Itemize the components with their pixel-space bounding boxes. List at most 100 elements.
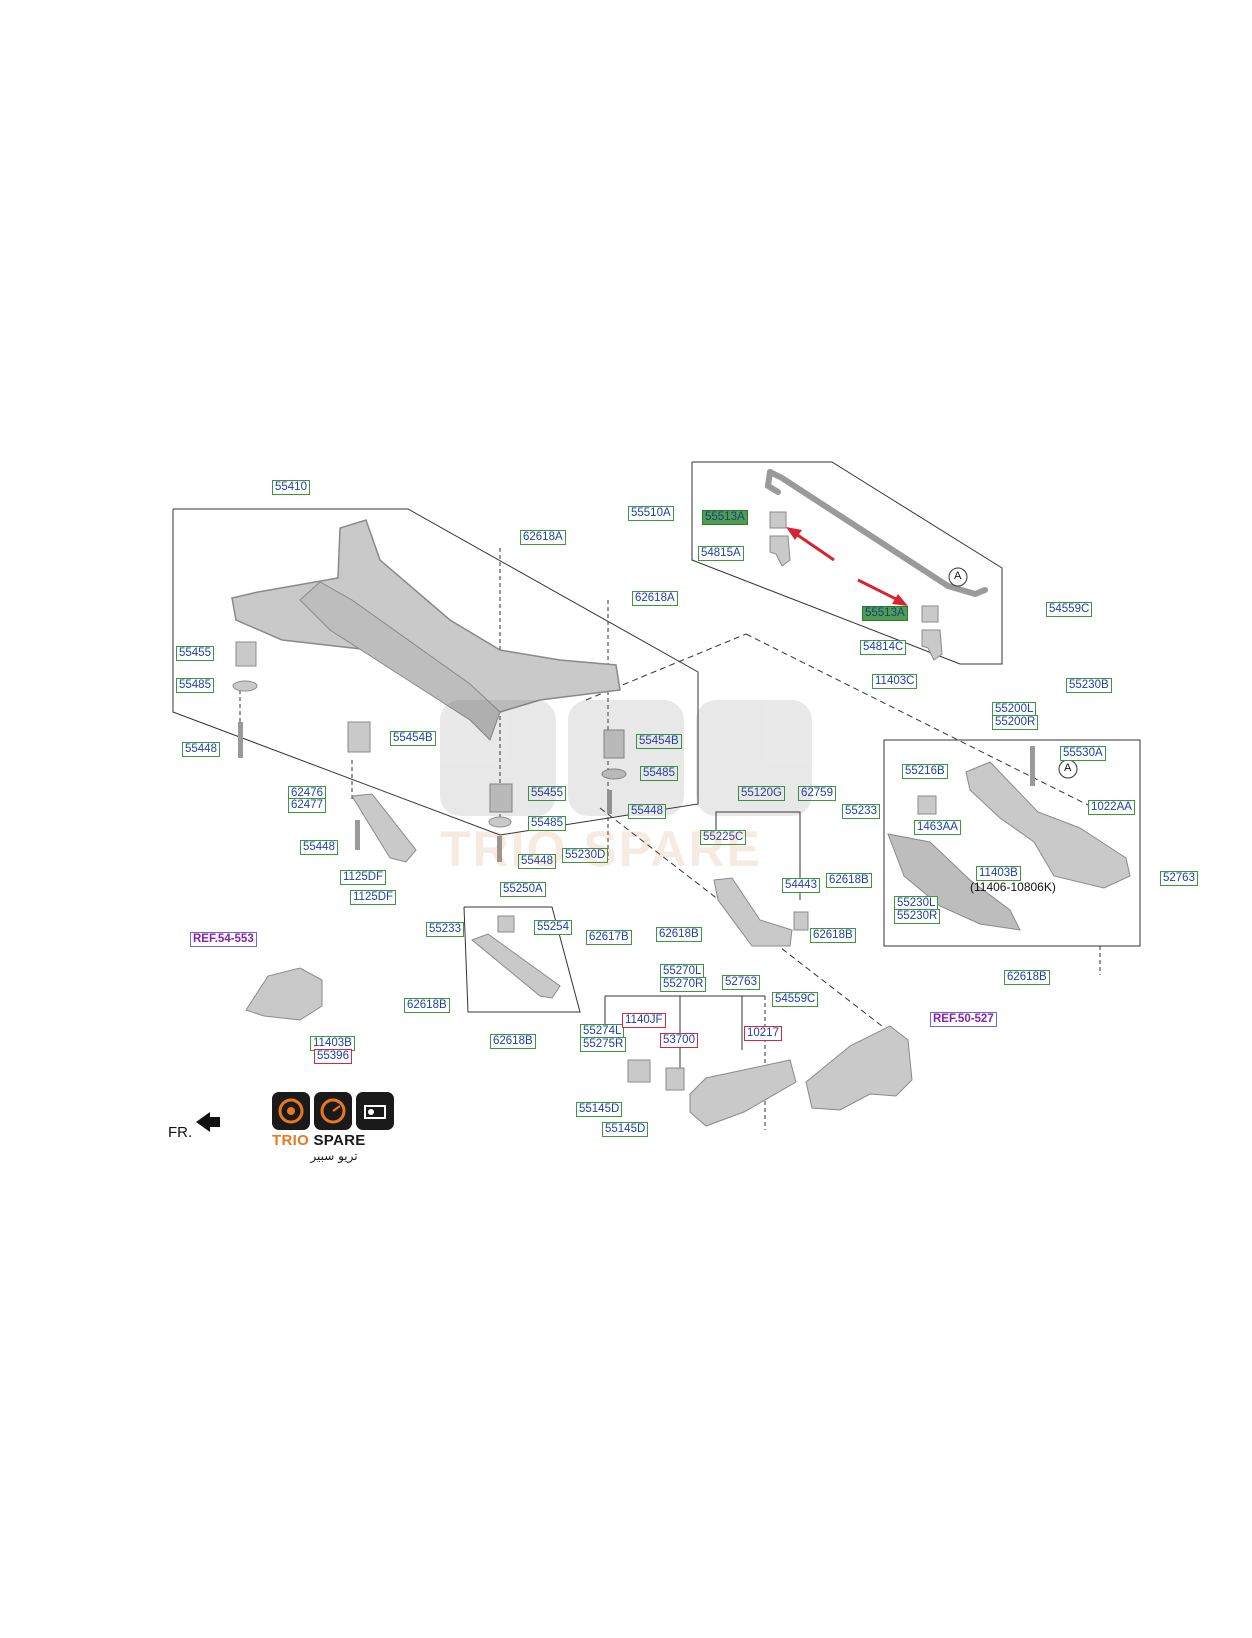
part-label-55454b-2[interactable]: 55454B: [636, 734, 682, 749]
part-label-55448-2[interactable]: 55448: [628, 804, 666, 819]
spring-seat: [245, 967, 323, 1021]
guide-line: [585, 633, 747, 701]
part-label-52763-2[interactable]: 52763: [1160, 871, 1198, 886]
part-label-55233-1[interactable]: 55233: [426, 922, 464, 937]
part-label-55485-3[interactable]: 55485: [528, 816, 566, 831]
part-label-62618a-1[interactable]: 62618A: [520, 530, 566, 545]
bolt: [497, 836, 502, 862]
toe-link: [713, 877, 793, 947]
part-label-62618a-2[interactable]: 62618A: [632, 591, 678, 606]
crossmember-frame: [172, 508, 699, 836]
trio-spare-logo: TRIO SPARE تريو سبير: [272, 1092, 396, 1163]
bushing: [627, 1059, 651, 1083]
part-label-11403c[interactable]: 11403C: [872, 674, 918, 689]
bushing: [603, 729, 625, 759]
part-label-53700[interactable]: 53700: [660, 1033, 698, 1048]
part-label-55270r[interactable]: 55270R: [660, 977, 707, 992]
part-label-55145d-2[interactable]: 55145D: [602, 1122, 649, 1137]
part-label-55448-1[interactable]: 55448: [182, 742, 220, 757]
part-label-1125df-2[interactable]: 1125DF: [350, 890, 397, 905]
crossmember-arm: [299, 581, 501, 741]
part-label-55200l[interactable]: 55200L: [992, 702, 1037, 717]
part-label-55233-2[interactable]: 55233: [842, 804, 880, 819]
part-label-55230d[interactable]: 55230D: [562, 848, 609, 863]
part-label-55396[interactable]: 55396: [314, 1049, 352, 1064]
part-label-62618b-1[interactable]: 62618B: [404, 998, 450, 1013]
part-label-55485-1[interactable]: 55485: [176, 678, 214, 693]
part-label-55145d-1[interactable]: 55145D: [576, 1102, 623, 1117]
lower-control-arm: [965, 761, 1131, 889]
part-label-55410[interactable]: 55410: [272, 480, 310, 495]
part-label-62476[interactable]: 62476: [288, 786, 326, 801]
bushing: [347, 721, 371, 753]
washer: [601, 768, 627, 780]
bushing: [921, 605, 939, 623]
knuckle: [805, 1025, 913, 1111]
part-label-55274l[interactable]: 55274L: [580, 1024, 625, 1039]
part-label-ref54[interactable]: REF.54-553: [190, 932, 257, 947]
stabilizer-frame: [691, 461, 1003, 665]
bushing: [497, 915, 515, 933]
guide-line: [745, 633, 1103, 813]
part-label-55530a[interactable]: 55530A: [1060, 746, 1106, 761]
washer: [488, 816, 512, 828]
part-label-1125df-1[interactable]: 1125DF: [340, 870, 387, 885]
bolt: [607, 790, 612, 814]
logo-brand: TRIO SPARE: [272, 1132, 366, 1149]
part-label-55454b-1[interactable]: 55454B: [390, 731, 436, 746]
part-label-55275r[interactable]: 55275R: [580, 1037, 627, 1052]
part-label-55250a[interactable]: 55250A: [500, 882, 546, 897]
part-label-1140jf[interactable]: 1140JF: [622, 1013, 666, 1028]
engine-icon: [356, 1092, 394, 1130]
part-label-55510a[interactable]: 55510A: [628, 506, 674, 521]
part-label-62618b-5[interactable]: 62618B: [656, 927, 702, 942]
part-label-11403b-2[interactable]: 11403B: [976, 866, 1021, 881]
circle-a-label: A: [954, 570, 962, 582]
part-label-55230b[interactable]: 55230B: [1066, 678, 1112, 693]
part-label-1022aa[interactable]: 1022AA: [1088, 800, 1135, 815]
front-direction-label: FR.: [168, 1124, 193, 1141]
part-label-62618b-2[interactable]: 62618B: [490, 1034, 536, 1049]
part-label-62618b-6[interactable]: 62618B: [1004, 970, 1050, 985]
part-label-55200r[interactable]: 55200R: [992, 715, 1039, 730]
upper-link: [471, 933, 561, 999]
part-label-ref50[interactable]: REF.50-527: [930, 1012, 997, 1027]
part-label-55230r[interactable]: 55230R: [894, 909, 941, 924]
part-label-54559c-2[interactable]: 54559C: [772, 992, 819, 1007]
part-label-62617b[interactable]: 62617B: [586, 930, 632, 945]
part-label-55485-2[interactable]: 55485: [640, 766, 678, 781]
part-label-55254[interactable]: 55254: [534, 920, 572, 935]
part-label-62618b-4[interactable]: 62618B: [810, 928, 856, 943]
part-label-55513a-1[interactable]: 55513A: [702, 510, 748, 525]
part-label-55513a-2[interactable]: 55513A: [862, 606, 908, 621]
part-label-55225c[interactable]: 55225C: [700, 830, 747, 845]
part-label-55448-4[interactable]: 55448: [300, 840, 338, 855]
part-label-10217[interactable]: 10217: [744, 1026, 782, 1041]
part-label-1463aa[interactable]: 1463AA: [914, 820, 961, 835]
stabilizer-bar: [767, 469, 988, 598]
part-label-52763-1[interactable]: 52763: [722, 975, 760, 990]
part-label-54815a[interactable]: 54815A: [698, 546, 744, 561]
part-label-55455-1[interactable]: 55455: [176, 646, 214, 661]
part-label-62477[interactable]: 62477: [288, 798, 326, 813]
clamp: [921, 629, 943, 661]
part-label-55270l[interactable]: 55270L: [660, 964, 705, 979]
bolt: [238, 722, 243, 758]
part-label-55120g[interactable]: 55120G: [738, 786, 785, 801]
part-label-54443[interactable]: 54443: [782, 878, 820, 893]
red-arrow-head: [892, 594, 908, 606]
bolt: [355, 820, 360, 850]
part-label-62618b-3[interactable]: 62618B: [826, 873, 872, 888]
bushing: [665, 1067, 685, 1091]
part-label-55455-2[interactable]: 55455: [528, 786, 566, 801]
circle-a-label: A: [1064, 762, 1072, 774]
trailing-link: [351, 793, 417, 863]
part-label-55448-3[interactable]: 55448: [518, 854, 556, 869]
part-label-54559c-1[interactable]: 54559C: [1046, 602, 1093, 617]
part-label-55216b[interactable]: 55216B: [902, 764, 948, 779]
part-label-62759[interactable]: 62759: [798, 786, 836, 801]
red-arrow: [857, 578, 899, 602]
part-label-54814c[interactable]: 54814C: [860, 640, 907, 655]
